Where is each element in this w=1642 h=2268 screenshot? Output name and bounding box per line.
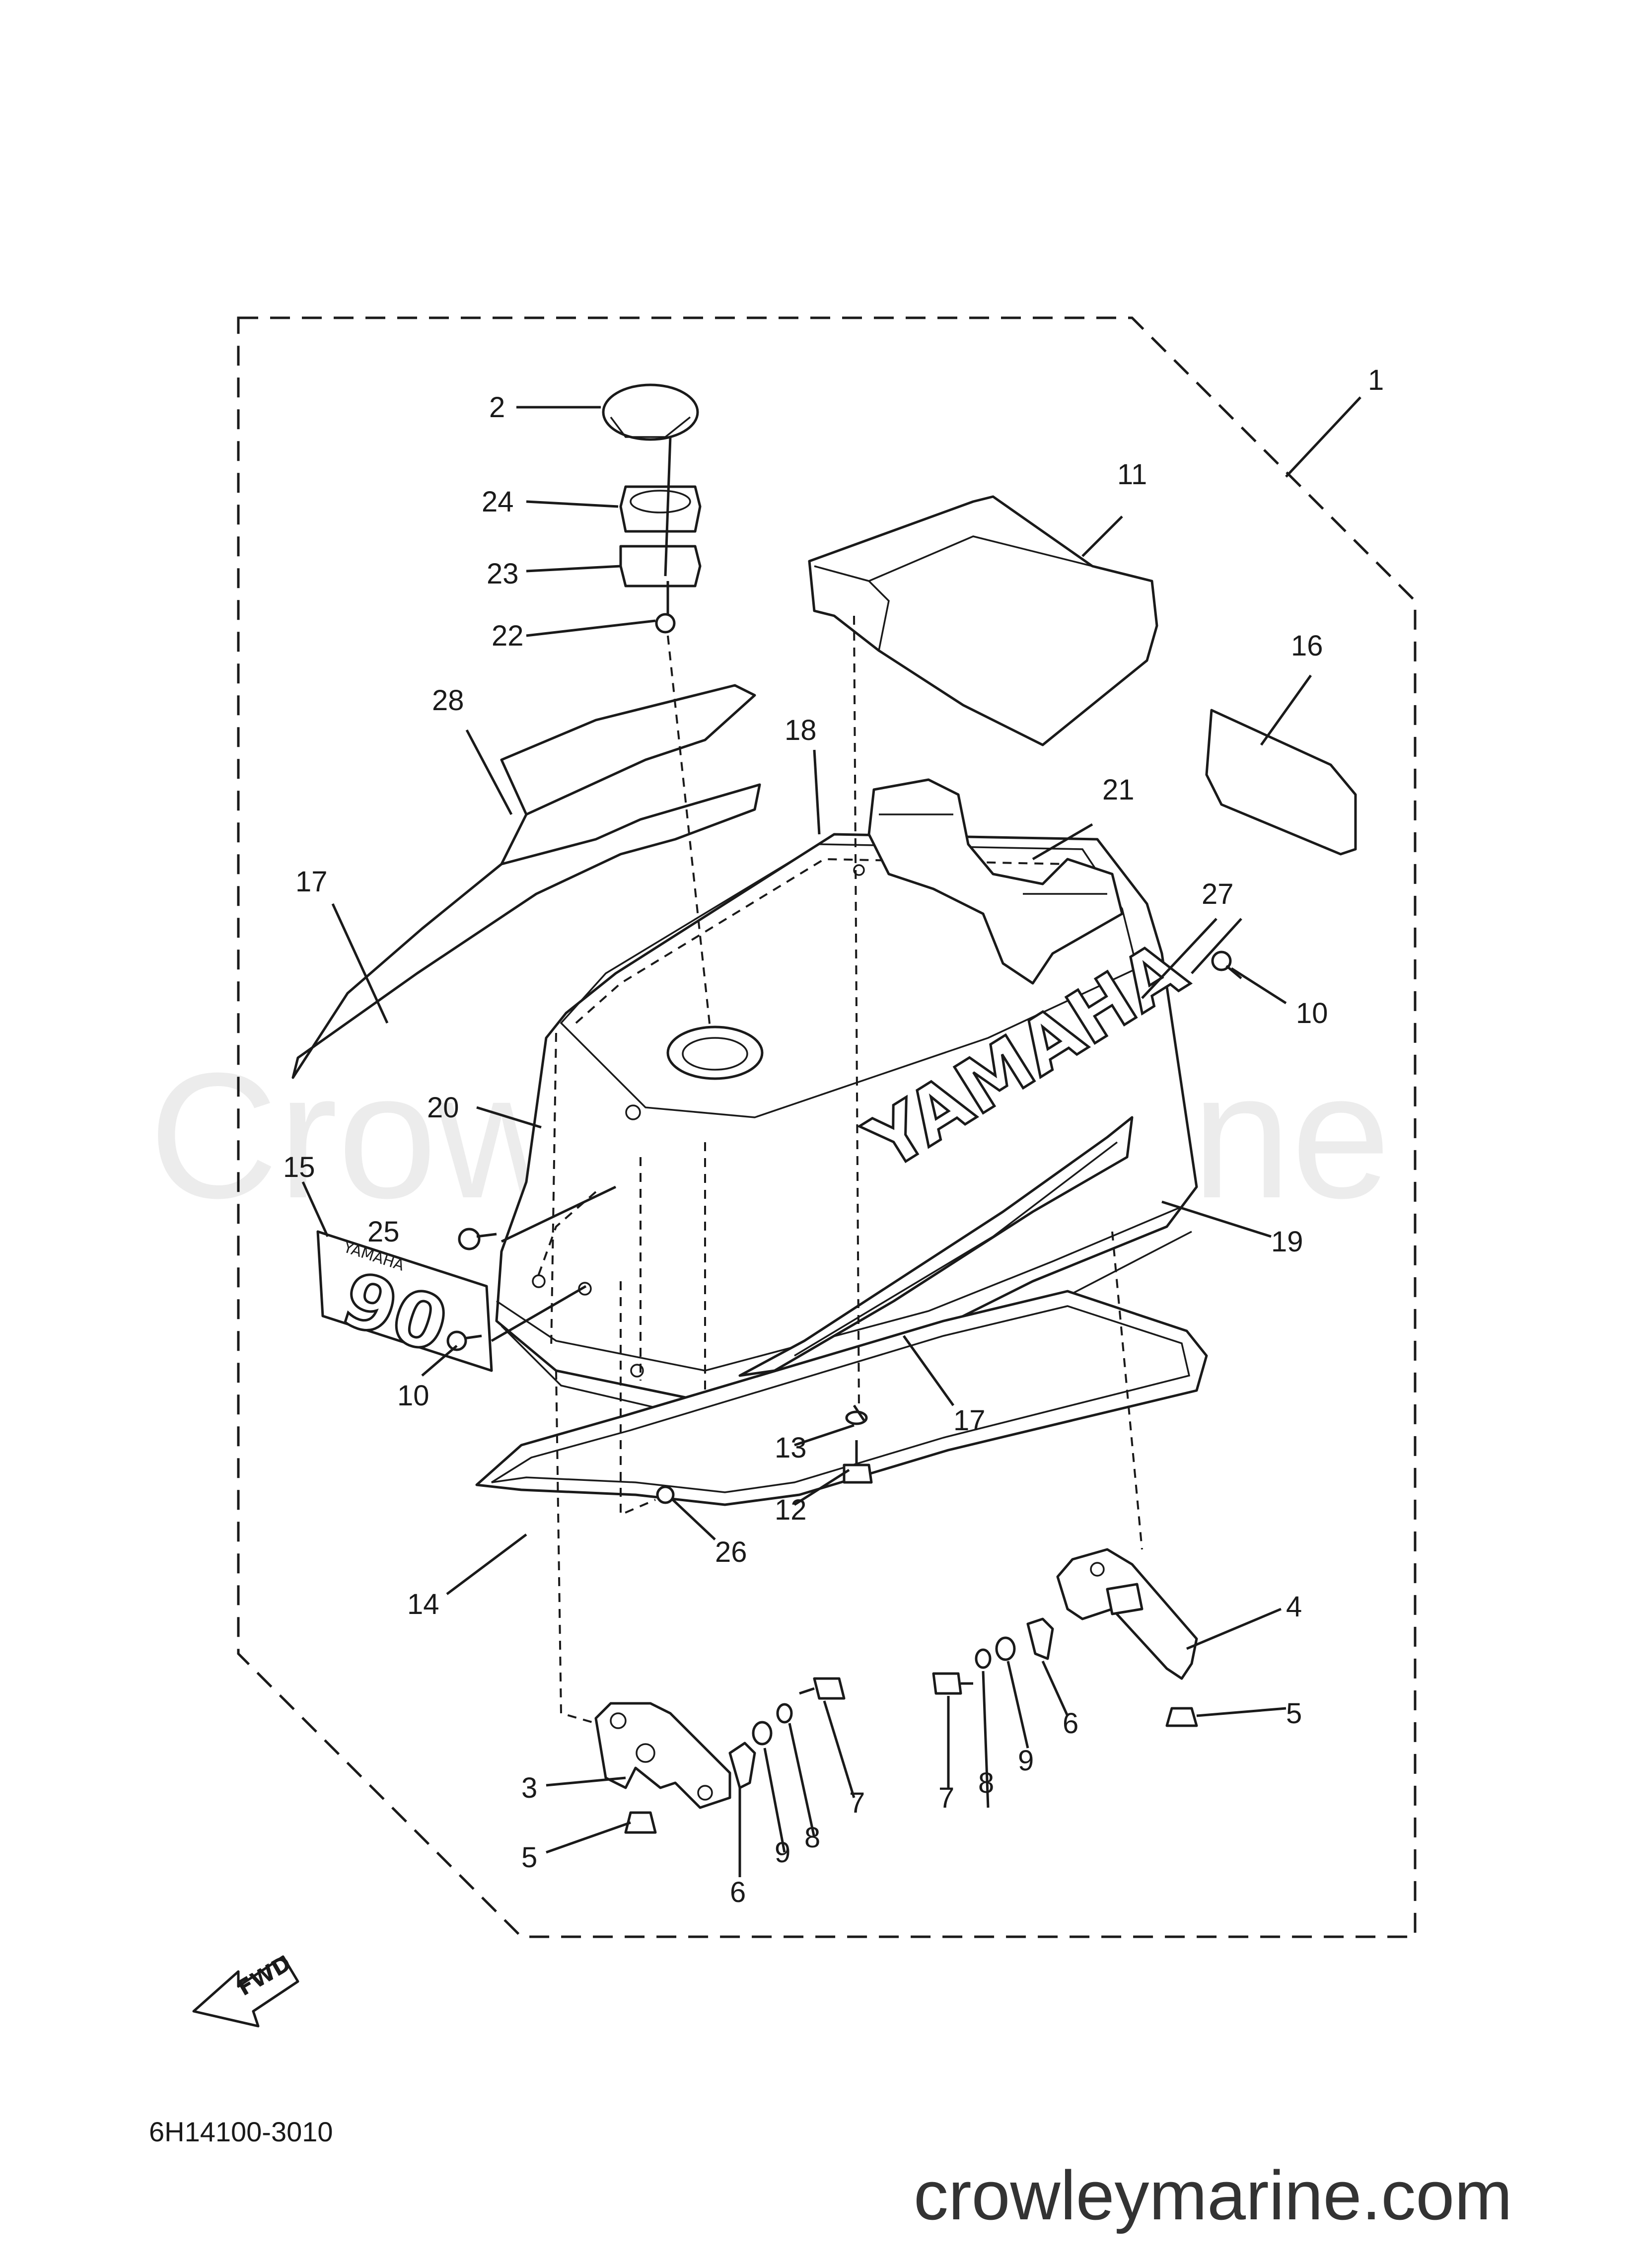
- callout-20: 20: [427, 1092, 459, 1124]
- callout-6-right: 6: [1063, 1707, 1078, 1740]
- bolt-7-right: [932, 1672, 973, 1695]
- fwd-arrow: FWD: [192, 1951, 299, 2028]
- bolt-10-lower: [446, 1330, 482, 1351]
- top-cowling-body: YAMAHA: [495, 778, 1202, 1421]
- callout-12: 12: [775, 1494, 807, 1526]
- grommet-26: [656, 1485, 675, 1504]
- clip-6-left: [728, 1742, 756, 1789]
- callout-23: 23: [487, 558, 519, 590]
- bracket-3: [594, 1702, 731, 1809]
- callout-7-right: 7: [938, 1782, 954, 1814]
- callout-numbers: 1 2 24 23 22 11 16 28 18 21 17 27 10 20 …: [283, 364, 1384, 1908]
- callout-5-right: 5: [1286, 1697, 1302, 1730]
- callout-26: 26: [715, 1536, 747, 1568]
- bolt-12: [843, 1440, 873, 1484]
- callout-4: 4: [1286, 1591, 1302, 1623]
- nut-5-right: [1165, 1707, 1198, 1727]
- side-stripe-decal-upper: [291, 684, 761, 1079]
- callout-5-left: 5: [521, 1841, 537, 1874]
- callout-24: 24: [482, 486, 514, 518]
- nut-5-left: [624, 1811, 657, 1834]
- rear-cover: [808, 495, 1158, 746]
- callout-19: 19: [1271, 1226, 1303, 1258]
- callout-9-right: 9: [1018, 1745, 1034, 1777]
- callout-16: 16: [1291, 630, 1323, 662]
- washer-8-right: [975, 1648, 992, 1669]
- callout-17-lower: 17: [953, 1404, 986, 1437]
- callout-27: 27: [1202, 878, 1234, 910]
- bolt-10-upper: [1211, 951, 1242, 979]
- bottom-seal: [475, 1290, 1208, 1506]
- callout-18: 18: [785, 714, 817, 746]
- callout-13: 13: [775, 1432, 807, 1464]
- callout-2: 2: [489, 391, 505, 424]
- callout-6-left: 6: [730, 1876, 746, 1908]
- callout-10-upper: 10: [1296, 997, 1328, 1029]
- callout-14: 14: [407, 1588, 439, 1620]
- site-url[interactable]: crowleymarine.com: [914, 2156, 1512, 2234]
- callout-17-upper: 17: [295, 866, 328, 898]
- callout-3: 3: [521, 1772, 537, 1804]
- callout-22: 22: [492, 620, 524, 652]
- clip-6-right: [1026, 1617, 1054, 1660]
- bolt-7-left: [799, 1677, 846, 1700]
- oil-filler-cap-assembly: [602, 383, 702, 634]
- callout-21: 21: [1102, 774, 1135, 806]
- callout-7-left: 7: [849, 1787, 865, 1819]
- callout-10-lower: 10: [397, 1380, 429, 1412]
- callout-8-right: 8: [978, 1767, 994, 1799]
- callout-25: 25: [367, 1216, 400, 1248]
- callout-28: 28: [432, 684, 464, 717]
- washer-9-right: [995, 1636, 1016, 1661]
- callout-11: 11: [1117, 458, 1147, 491]
- callout-9-left: 9: [775, 1836, 790, 1869]
- assembly-boundary: [237, 316, 1417, 1938]
- bolt-25: [458, 1228, 497, 1250]
- callout-1: 1: [1368, 364, 1384, 396]
- bracket-4: [1056, 1548, 1198, 1680]
- callout-8-left: 8: [804, 1822, 820, 1854]
- leader-lines: [301, 396, 1361, 1877]
- washer-9-left: [752, 1721, 773, 1746]
- drawing-code: 6H14100-3010: [149, 2116, 333, 2147]
- washer-8-left: [776, 1703, 793, 1724]
- model-emblem: YAMAHA 90: [316, 1230, 493, 1372]
- callout-15: 15: [283, 1151, 315, 1183]
- decal-16: [1205, 709, 1357, 856]
